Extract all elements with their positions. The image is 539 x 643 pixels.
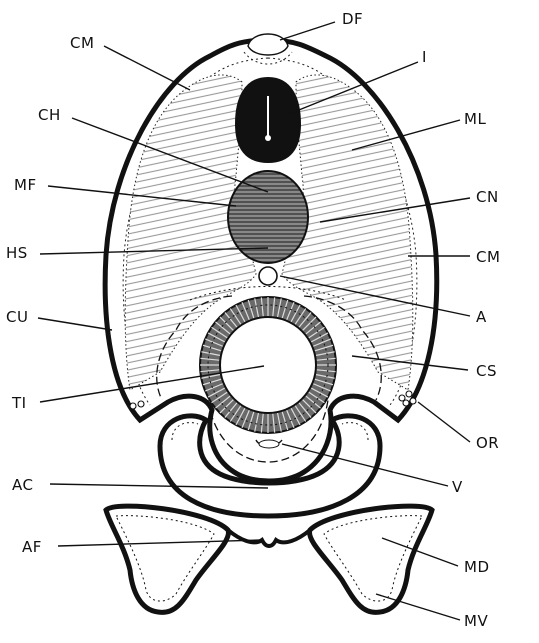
label-cm-right: CM [476,248,500,266]
label-mv: MV [464,612,488,630]
label-cu: CU [6,308,28,326]
label-cm-top: CM [70,34,94,52]
label-hs: HS [6,244,28,262]
label-i: I [422,48,427,66]
label-a: A [476,308,487,326]
label-mf: MF [14,176,37,194]
intestine-lumen [220,317,316,413]
metapleural-fold-left [106,506,228,612]
label-ac: AC [12,476,33,494]
label-ti: TI [11,394,27,412]
atrial-floor [228,530,310,546]
label-af: AF [22,538,42,556]
label-cs: CS [476,362,497,380]
label-md: MD [464,558,490,576]
label-cn: CN [476,188,499,206]
metapleural-fold-right [310,506,432,612]
aorta [259,267,277,285]
label-ml: ML [464,110,486,128]
label-or: OR [476,434,499,452]
label-ch: CH [38,106,61,124]
label-df: DF [342,10,363,28]
vessel-cluster-left [130,401,144,409]
label-v: V [452,478,463,496]
dorsal-fin [248,34,288,55]
